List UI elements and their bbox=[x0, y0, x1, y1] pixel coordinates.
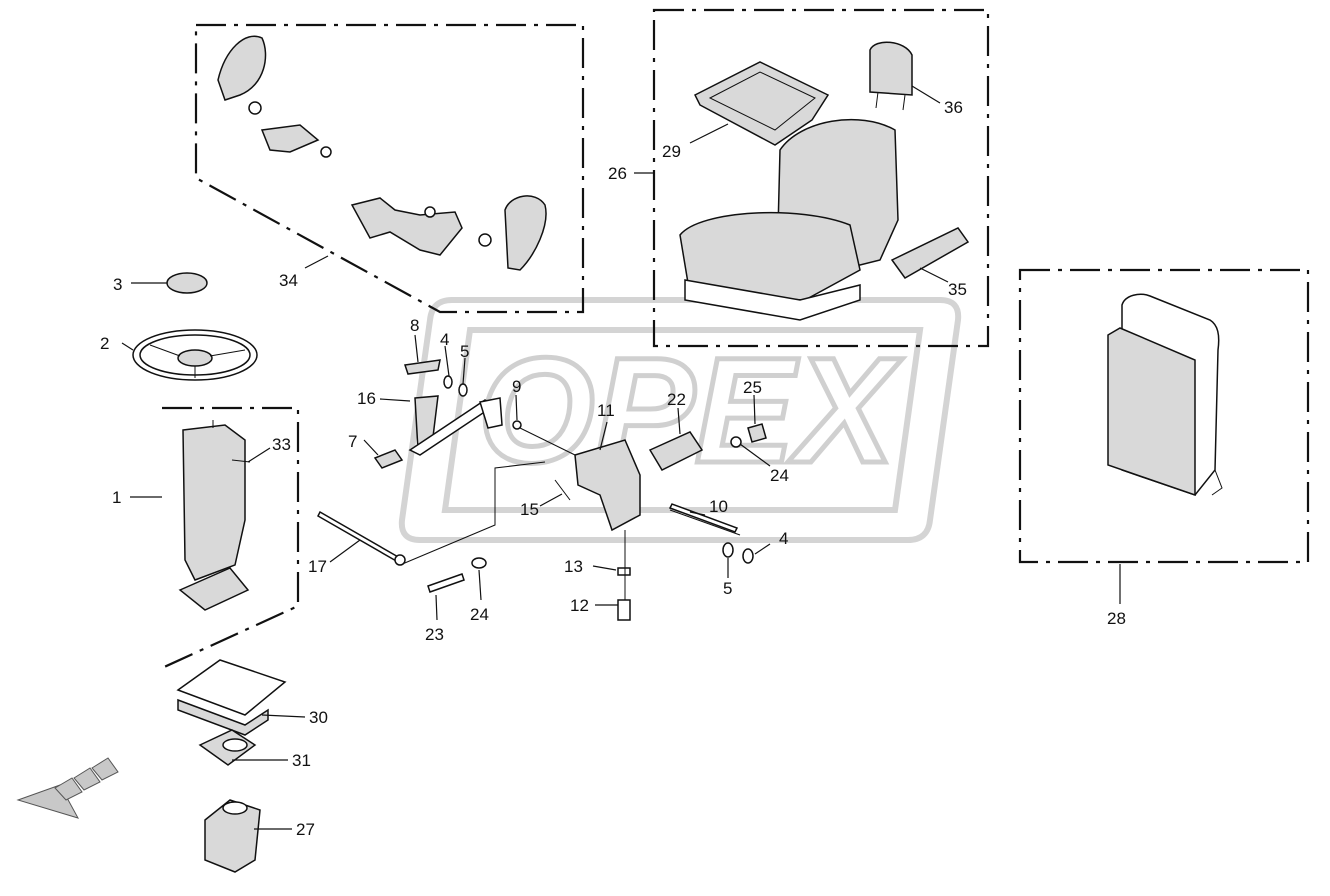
group-28-backrest bbox=[1018, 268, 1310, 564]
callout-36: 36 bbox=[944, 98, 963, 117]
callout-33: 33 bbox=[272, 435, 291, 454]
callout-25: 25 bbox=[743, 378, 762, 397]
callout-24: 24 bbox=[770, 466, 789, 485]
horn-cap bbox=[166, 272, 208, 294]
callout-10: 10 bbox=[709, 497, 728, 516]
cable-17 bbox=[317, 510, 406, 566]
valve-30 bbox=[176, 659, 287, 736]
callout-5: 5 bbox=[723, 579, 732, 598]
callout-31: 31 bbox=[292, 751, 311, 770]
callout-1: 1 bbox=[112, 488, 121, 507]
callout-9: 9 bbox=[512, 377, 521, 396]
callout-22: 22 bbox=[667, 390, 686, 409]
callout-11: 11 bbox=[597, 401, 615, 420]
callout-17: 17 bbox=[308, 557, 327, 576]
valve-31 bbox=[198, 729, 257, 766]
callout-23: 23 bbox=[425, 625, 444, 644]
washer-24 bbox=[471, 557, 487, 569]
callout-8: 8 bbox=[410, 316, 419, 335]
bolt-23 bbox=[427, 573, 465, 593]
callout-35: 35 bbox=[948, 280, 967, 299]
callout-24: 24 bbox=[470, 605, 489, 624]
callout-3: 3 bbox=[113, 275, 122, 294]
callout-26: 26 bbox=[608, 164, 627, 183]
group-26-seat bbox=[652, 8, 990, 348]
callout-28: 28 bbox=[1107, 609, 1126, 628]
watermark-text: OPEX bbox=[478, 326, 903, 494]
callout-2: 2 bbox=[100, 334, 109, 353]
callout-7: 7 bbox=[348, 432, 357, 451]
callout-29: 29 bbox=[662, 142, 681, 161]
group-34-armrest-kit bbox=[194, 23, 585, 314]
callout-12: 12 bbox=[570, 596, 589, 615]
bracket-assembly bbox=[373, 359, 767, 621]
callout-labels: 1 2 3 4 4 5 5 7 8 9 10 11 12 13 15 16 17… bbox=[100, 98, 1126, 839]
callout-34: 34 bbox=[279, 271, 298, 290]
callout-5: 5 bbox=[460, 342, 469, 361]
callout-30: 30 bbox=[309, 708, 328, 727]
opex-watermark: OPEX bbox=[398, 297, 962, 543]
callout-4: 4 bbox=[440, 330, 449, 349]
valve-27 bbox=[204, 799, 261, 873]
leader-lines bbox=[121, 85, 1121, 830]
callout-15: 15 bbox=[520, 500, 539, 519]
callout-27: 27 bbox=[296, 820, 315, 839]
callout-16: 16 bbox=[357, 389, 376, 408]
steering-wheel bbox=[132, 329, 258, 381]
direction-arrow-icon bbox=[16, 757, 119, 819]
callout-13: 13 bbox=[564, 557, 583, 576]
group-1-steering-column bbox=[161, 406, 300, 670]
callout-4: 4 bbox=[779, 529, 788, 548]
